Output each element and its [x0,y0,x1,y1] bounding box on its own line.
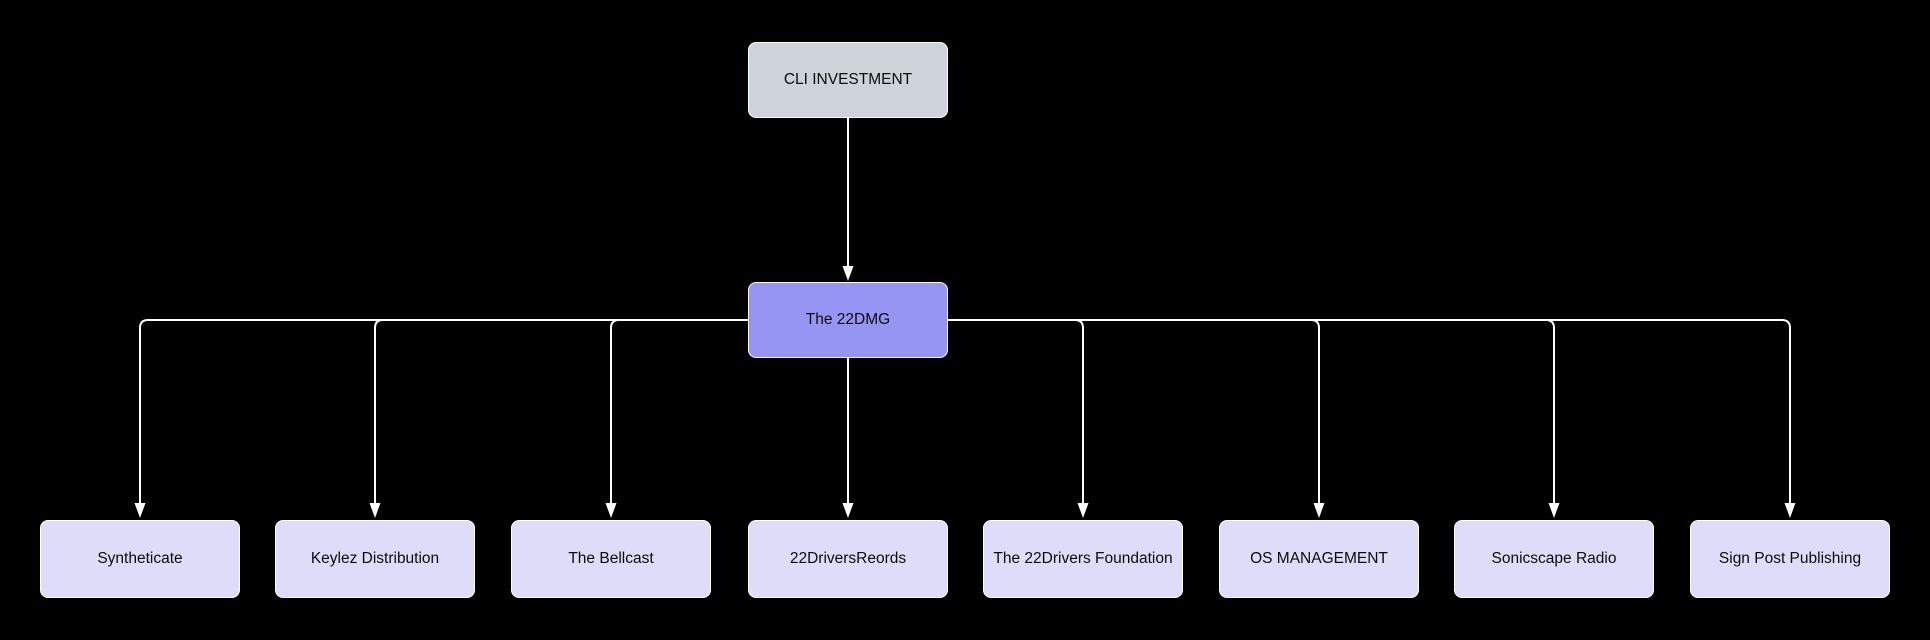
arrowhead-icon [1077,503,1089,518]
arrowhead-icon [1548,503,1560,518]
node-label: CLI INVESTMENT [783,70,913,88]
arrowhead-icon [369,503,381,518]
arrowhead-icon [1313,503,1325,518]
node-label: The 22Drivers Foundation [993,549,1173,567]
node-label: Sonicscape Radio [1491,549,1617,567]
arrowhead-icon [842,266,854,281]
arrowhead-icon [1784,503,1796,518]
edge-hub-to-22drivers-foundation [948,319,1089,518]
node-syntheticate: Syntheticate [40,520,240,598]
node-cli-investment: CLI INVESTMENT [748,42,948,118]
node-label: Sign Post Publishing [1718,549,1862,567]
edge-hub-to-os-management [948,319,1325,518]
node-the-22dmg: The 22DMG [748,282,948,358]
node-sonicscape-radio: Sonicscape Radio [1454,520,1654,598]
edge-hub-to-keylez-distribution [369,319,748,518]
node-label: Keylez Distribution [310,549,440,567]
node-os-management: OS MANAGEMENT [1219,520,1419,598]
node-the-22drivers-foundation: The 22Drivers Foundation [983,520,1183,598]
node-label: The 22DMG [805,310,891,328]
edge-hub-to-the-bellcast [605,319,748,518]
edge-hub-to-sign-post-publishing [948,319,1796,518]
node-label: OS MANAGEMENT [1250,549,1388,567]
node-label: The Bellcast [568,549,654,567]
edge-hub-to-syntheticate [134,319,748,518]
edge-root-to-hub [842,118,854,281]
edge-hub-to-22driversreords [842,358,854,518]
arrowhead-icon [605,503,617,518]
node-sign-post-publishing: Sign Post Publishing [1690,520,1890,598]
node-22driversreords: 22DriversReords [748,520,948,598]
arrowhead-icon [842,503,854,518]
node-label: Syntheticate [97,549,183,567]
edge-hub-to-sonicscape-radio [948,319,1560,518]
node-label: 22DriversReords [789,549,907,567]
node-the-bellcast: The Bellcast [511,520,711,598]
node-keylez-distribution: Keylez Distribution [275,520,475,598]
arrowhead-icon [134,503,146,518]
